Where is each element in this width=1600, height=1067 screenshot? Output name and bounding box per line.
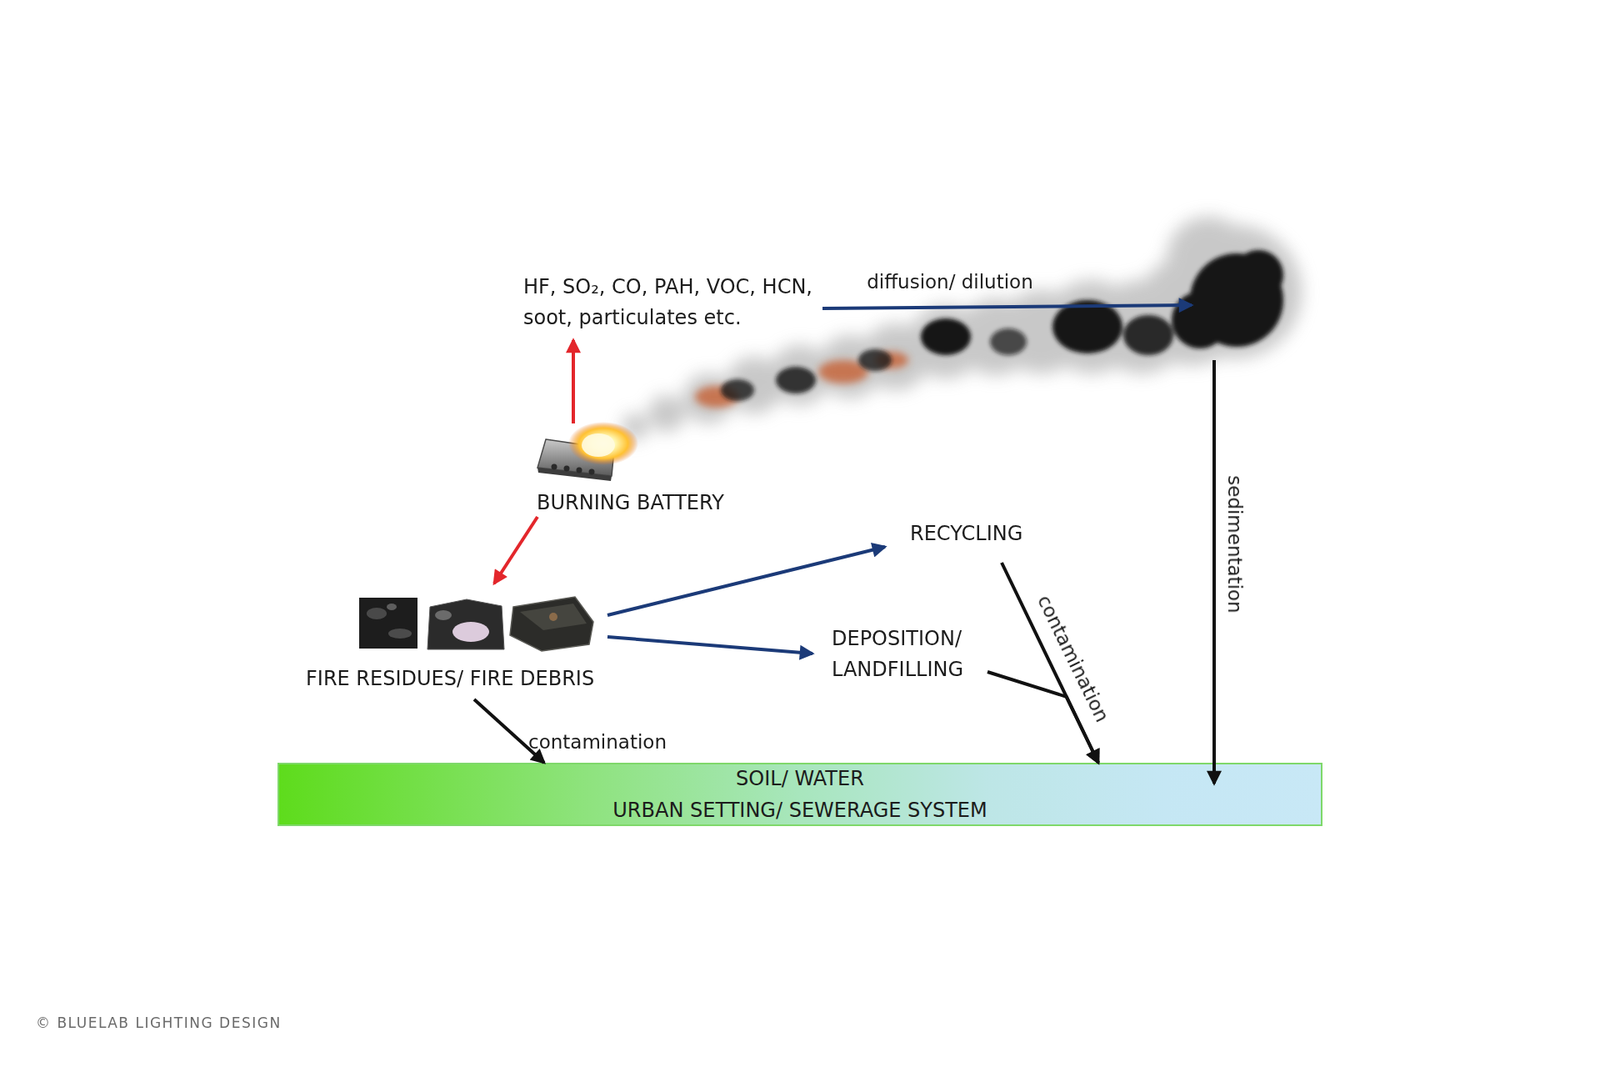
- battery-node: BURNING BATTERY: [533, 423, 744, 517]
- process-label: DEPOSITION/ LANDFILLING: [812, 623, 988, 685]
- battery-base: [537, 467, 612, 481]
- flame: [568, 421, 639, 465]
- smoke-core-blob: [990, 328, 1027, 355]
- smoke-core-blob: [920, 318, 971, 355]
- debris-photo: [427, 599, 505, 650]
- emission-list: HF, SO₂, CO, PAH, VOC, HCN, soot, partic…: [523, 271, 850, 340]
- connector-arrow: [607, 546, 885, 615]
- smoke-core-blob: [1233, 250, 1284, 300]
- connector-arrow: [1001, 562, 1099, 763]
- node-text: RECYCLING: [910, 520, 1035, 546]
- battery-terminal: [551, 464, 558, 470]
- watermark: © BLUELAB LIGHTING DESIGN: [35, 1013, 282, 1032]
- battery-terminal: [589, 469, 595, 475]
- battery-terminal: [564, 465, 570, 472]
- node-text: URBAN SETTING/ SEWERAGE SYSTEM: [612, 794, 987, 826]
- node-text: BURNING BATTERY: [536, 490, 744, 515]
- node-text: FIRE RESIDUES/ FIRE DEBRIS: [305, 665, 608, 691]
- flow-label: diffusion/ dilution: [866, 270, 1034, 294]
- smoke-core: [720, 250, 1284, 401]
- debris-photo: [359, 597, 418, 649]
- battery-terminal: [576, 467, 583, 474]
- node-text: SOIL/ WATER: [735, 762, 865, 795]
- smoke-core-blob: [858, 349, 892, 371]
- debris-node: FIRE RESIDUES/ FIRE DEBRIS: [304, 583, 608, 700]
- edge-label: contamination: [528, 730, 667, 754]
- debris-spot: [388, 628, 412, 639]
- smoke-puff: [648, 395, 685, 432]
- smoke-core-blob: [1052, 300, 1123, 354]
- battery-illustration: [537, 421, 639, 481]
- flame-core: [581, 433, 615, 457]
- sedimentation-arrow: [1212, 360, 1216, 784]
- node-text: DEPOSITION/ LANDFILLING: [831, 623, 964, 685]
- smoke-core-blob: [1171, 291, 1229, 349]
- smoke-core-blob: [720, 379, 755, 401]
- debris-face: [520, 603, 587, 630]
- edge-label: contamination: [1032, 590, 1115, 725]
- node-text: HF, SO₂, CO, PAH, VOC, HCN, soot, partic…: [523, 271, 850, 334]
- debris-spot: [435, 610, 452, 620]
- flow-label: sedimentation: [1223, 475, 1247, 613]
- debris-spot: [549, 612, 558, 621]
- connector-arrow: [494, 516, 538, 584]
- process-label: RECYCLING: [885, 520, 1035, 563]
- smoke-core-blob: [1123, 315, 1174, 355]
- smoke-core-blob: [775, 366, 816, 394]
- connector-arrow: [987, 671, 1099, 763]
- debris-spot: [366, 607, 387, 620]
- connector-arrow: [571, 340, 575, 424]
- fire-debris-photos: [359, 596, 594, 651]
- connector-arrow: [607, 636, 813, 654]
- debris-spot: [386, 603, 397, 610]
- diffusion-arrow: [822, 305, 1192, 309]
- connector-arrow: [474, 699, 545, 763]
- soil-band: SOIL/ WATERURBAN SETTING/ SEWERAGE SYSTE…: [277, 762, 1323, 826]
- debris-spot: [452, 621, 490, 642]
- debris-photo: [510, 596, 594, 651]
- edge-group: [474, 340, 1099, 763]
